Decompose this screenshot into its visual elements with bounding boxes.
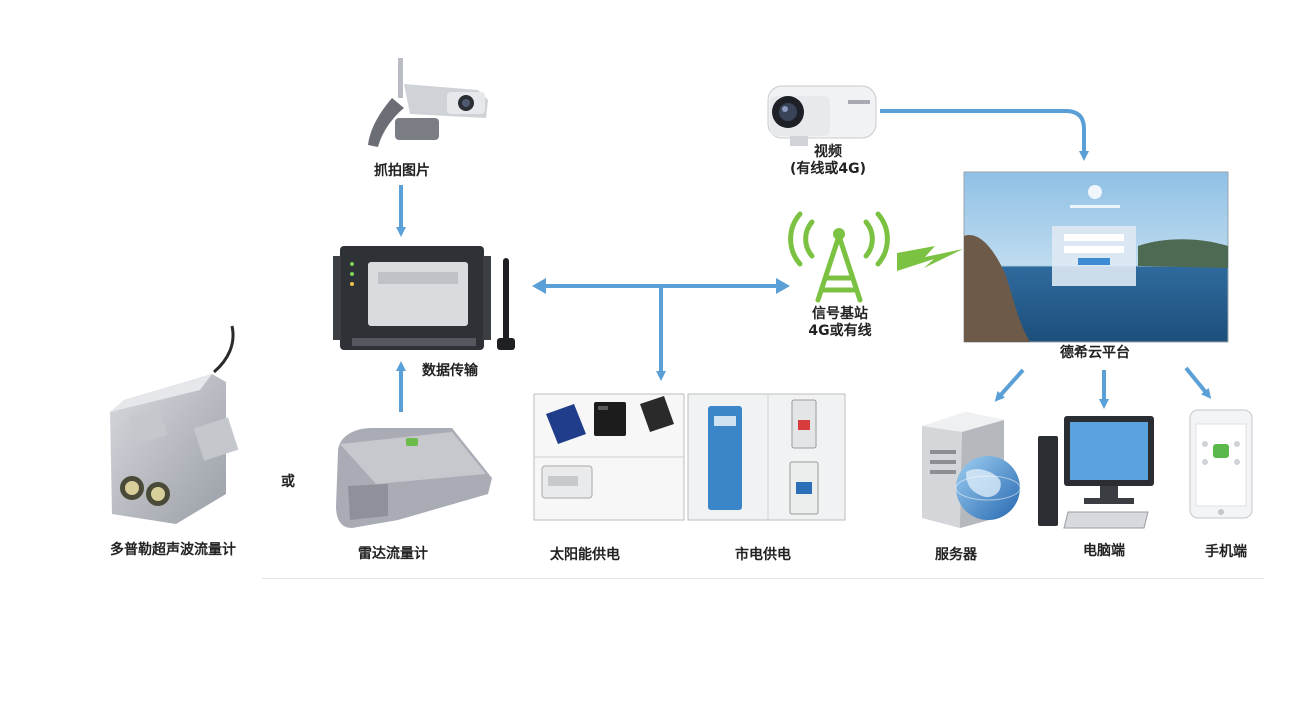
base-station-subtitle: 4G或有线	[808, 323, 872, 339]
video-title: 视频	[814, 144, 842, 160]
radar-icon	[336, 428, 492, 528]
signal-tower-icon	[788, 211, 890, 303]
baseline-divider	[262, 578, 1264, 579]
router-icon	[333, 246, 515, 350]
base-station-label: 信号基站 4G或有线	[800, 306, 880, 340]
arrow-video-to-cloud	[880, 109, 1089, 161]
or-label: 或	[281, 474, 295, 490]
cloud-platform-label: 德希云平台	[1060, 345, 1130, 361]
pc-label: 电脑端	[1083, 543, 1125, 559]
cloud-screen-icon	[963, 171, 1229, 343]
video-subtitle: (有线或4G)	[789, 161, 867, 177]
server-label: 服务器	[935, 547, 977, 563]
arrow-right-head	[776, 278, 790, 294]
desktop-icon	[1038, 416, 1154, 529]
video-label: 视频 (有线或4G)	[780, 144, 876, 178]
arrow-left-head	[532, 278, 546, 294]
mobile-label: 手机端	[1205, 544, 1247, 560]
video-camera-icon	[767, 85, 877, 146]
data-transfer-label: 数据传输	[422, 363, 478, 379]
arrow-cloud-to-mobile	[1184, 366, 1212, 399]
radar-label: 雷达流量计	[358, 546, 428, 562]
solar-kit-icon	[533, 393, 685, 521]
doppler-label: 多普勒超声波流量计	[110, 542, 236, 558]
power-supply-icon	[687, 393, 846, 521]
solar-label: 太阳能供电	[550, 547, 620, 563]
connectors	[396, 109, 1212, 412]
arrow-cloud-to-server	[994, 368, 1025, 402]
capture-camera-icon	[368, 58, 488, 147]
base-station-title: 信号基站	[812, 306, 868, 322]
capture-label: 抓拍图片	[374, 163, 430, 179]
globe-icon	[955, 456, 1021, 520]
mains-label: 市电供电	[735, 547, 791, 563]
doppler-sensor-icon	[110, 325, 239, 524]
phone-icon	[1189, 409, 1253, 519]
wireless-bolt	[897, 246, 963, 271]
